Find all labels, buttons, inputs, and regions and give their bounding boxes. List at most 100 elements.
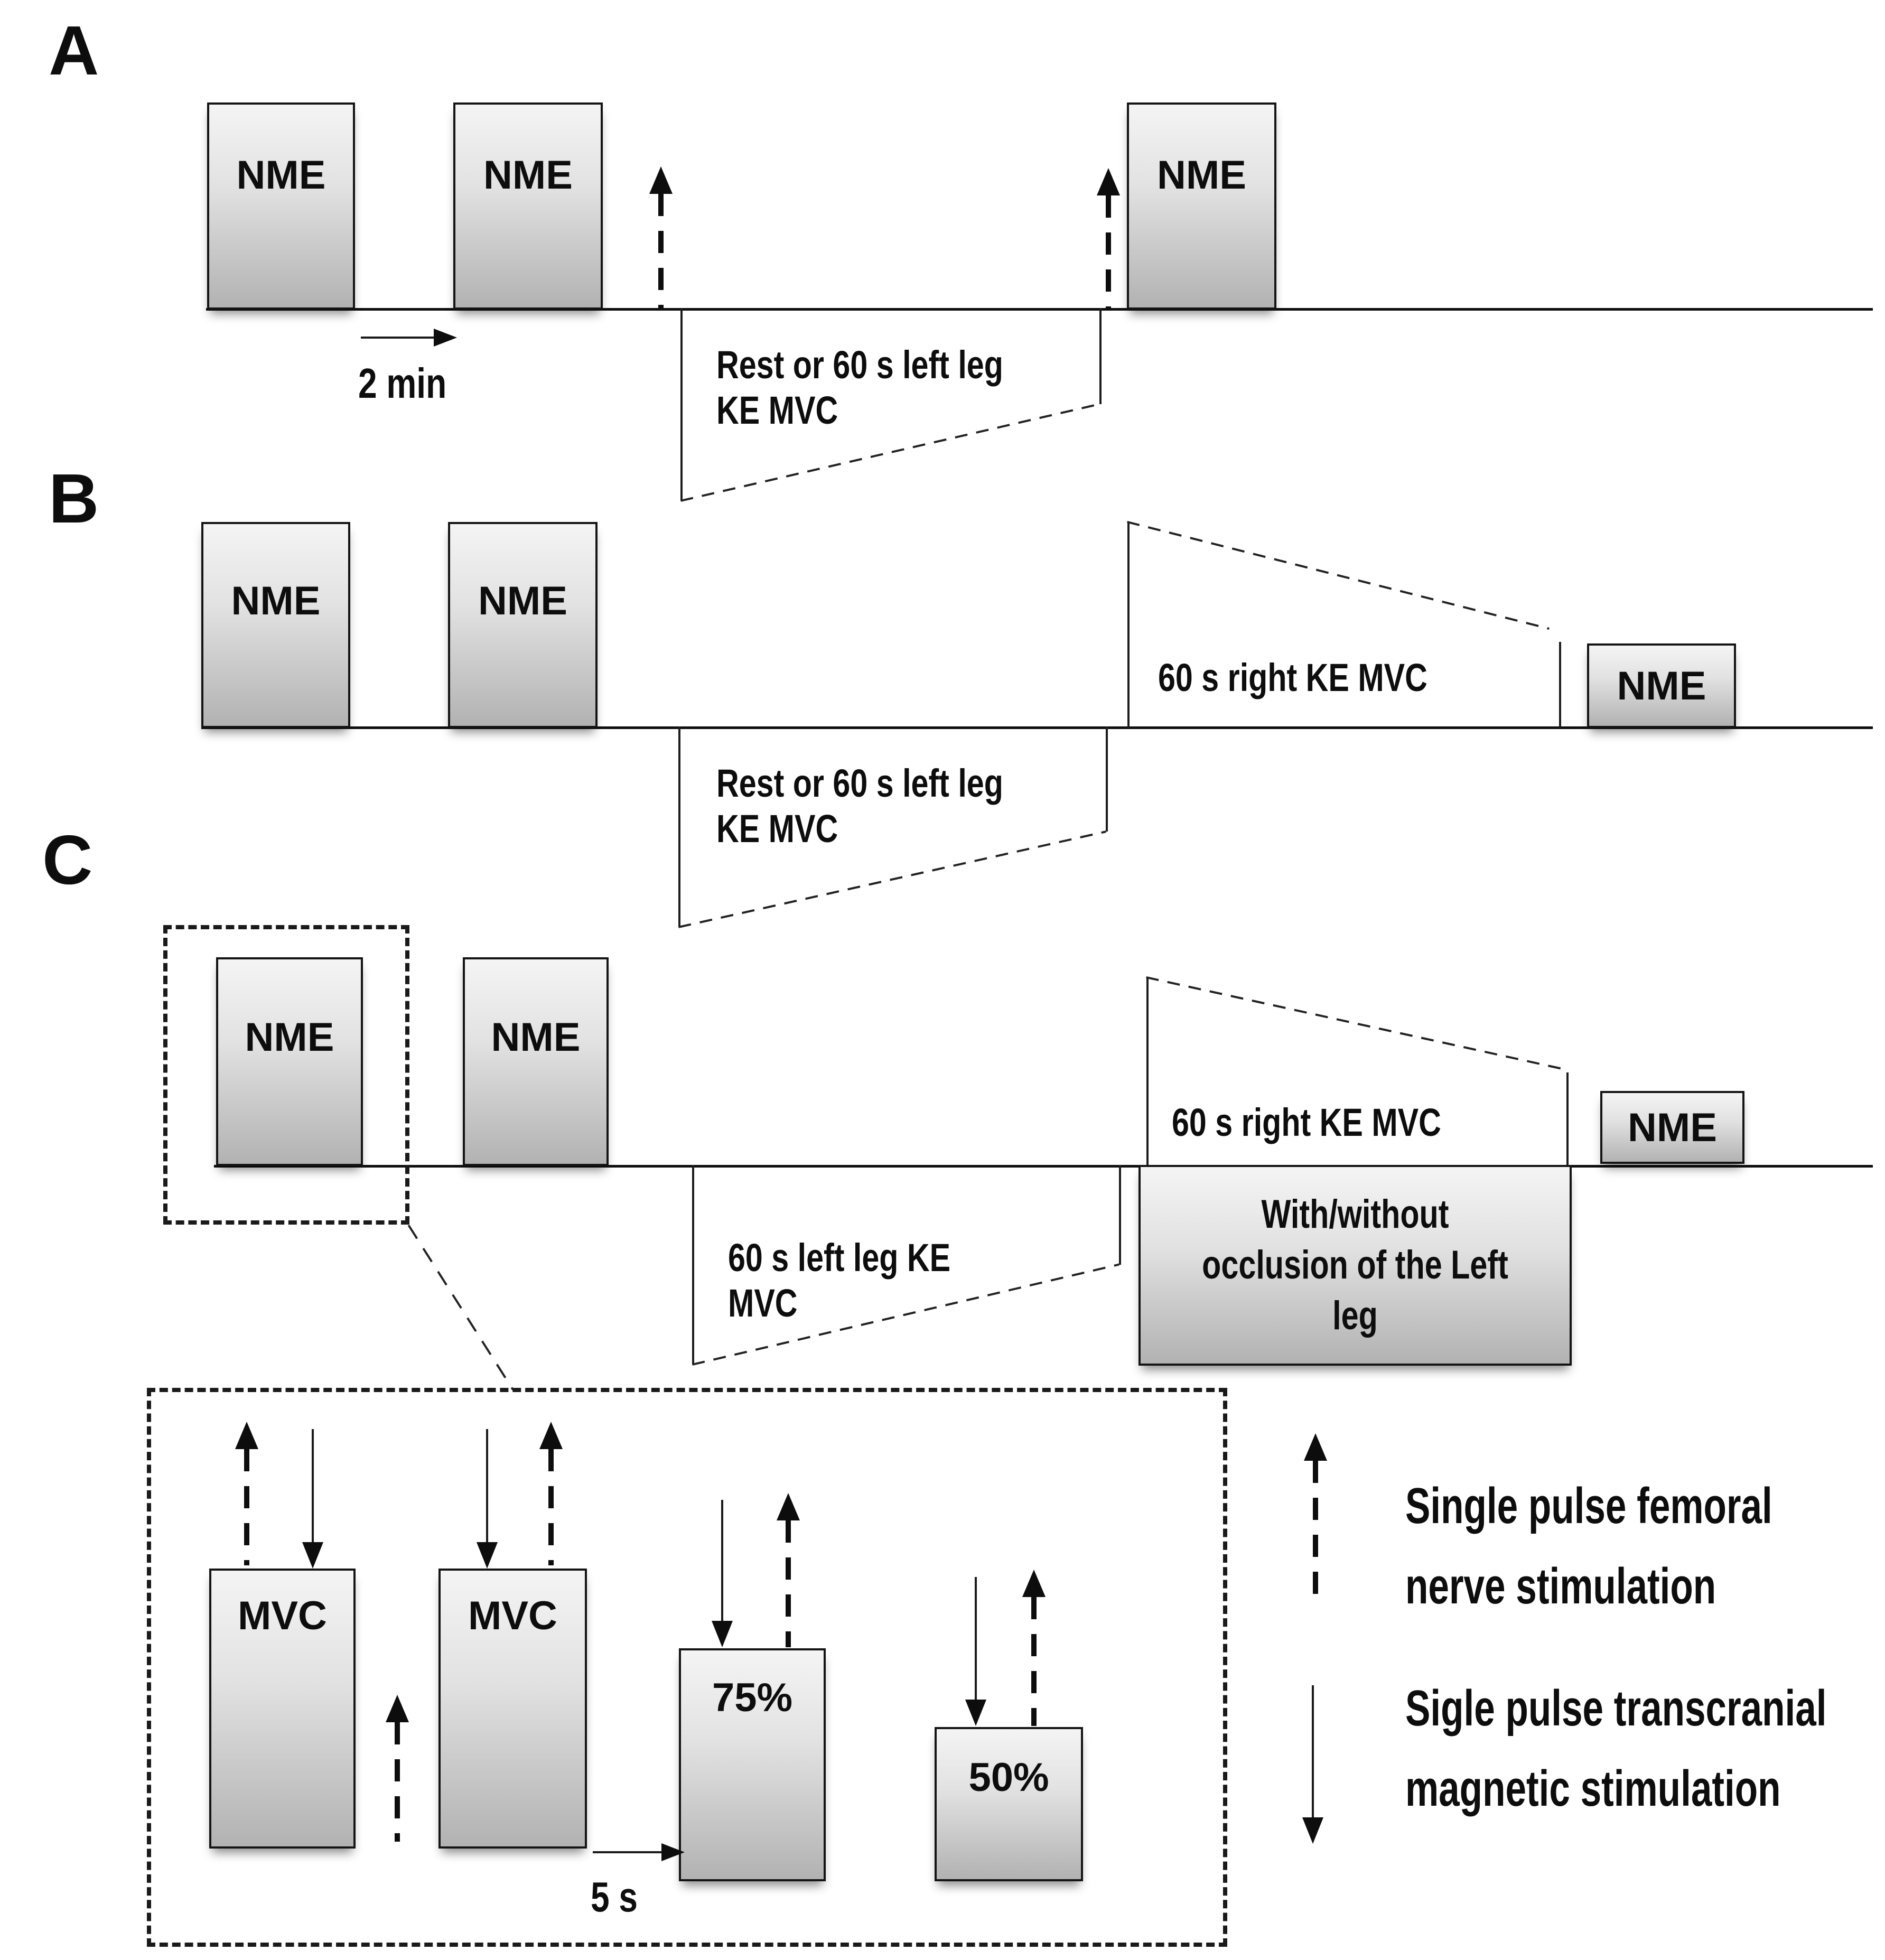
arrow-shaft bbox=[395, 1722, 400, 1842]
femoral-stim-arrow-icon bbox=[1022, 1570, 1046, 1726]
tms-arrow-icon bbox=[475, 1429, 499, 1569]
femoral-stim-arrow-icon bbox=[235, 1422, 258, 1565]
right-mvc-dashed-slope bbox=[1146, 976, 1561, 1070]
nme-box-label: NME bbox=[1628, 1105, 1717, 1150]
arrow-shaft bbox=[1312, 1685, 1314, 1817]
arrow-head-icon bbox=[477, 1542, 498, 1569]
legend-tms-arrow-icon bbox=[1301, 1685, 1324, 1844]
right-mvc-label: 60 s right KE MVC bbox=[1158, 656, 1427, 699]
zoom-connector-line bbox=[407, 1225, 514, 1390]
legend-femoral-arrow-icon bbox=[1304, 1433, 1327, 1595]
nme-box: NME bbox=[201, 522, 350, 728]
panel-c-label: C bbox=[42, 821, 93, 899]
rest-region-left-boundary bbox=[680, 308, 683, 501]
arrow-head-icon bbox=[302, 1542, 323, 1569]
panel-a-label: A bbox=[49, 12, 99, 89]
mvc-box-label: MVC bbox=[238, 1593, 327, 1638]
nme-box: NME bbox=[448, 522, 598, 728]
left-mvc-right-boundary bbox=[1119, 1165, 1121, 1265]
mvc-box: MVC bbox=[438, 1569, 587, 1849]
femoral-stim-arrow-icon bbox=[386, 1695, 409, 1842]
arrow-shaft bbox=[486, 1429, 488, 1542]
arrow-head-icon bbox=[1097, 168, 1120, 195]
left-mvc-left-boundary bbox=[692, 1165, 694, 1365]
femoral-stim-arrow-icon bbox=[777, 1493, 800, 1647]
arrow-head-icon bbox=[386, 1695, 409, 1722]
rest-region-right-boundary bbox=[1106, 726, 1108, 832]
nme-box: NME bbox=[207, 102, 355, 310]
nme-box-label: NME bbox=[1157, 153, 1246, 198]
nme-box: NME bbox=[453, 102, 603, 310]
arrow-shaft bbox=[975, 1577, 977, 1700]
arrow-head-icon bbox=[1022, 1570, 1046, 1597]
arrow-head-icon bbox=[235, 1422, 258, 1449]
nme-box: NME bbox=[1587, 643, 1736, 728]
panel-b-label: B bbox=[49, 460, 99, 537]
detail-dashed-box bbox=[147, 1388, 1227, 1947]
interval-label: 2 min bbox=[358, 360, 447, 407]
arrow-shaft bbox=[1313, 1461, 1318, 1595]
right-mvc-left-boundary bbox=[1146, 977, 1149, 1166]
tms-arrow-icon bbox=[301, 1429, 324, 1569]
nme-box: NME bbox=[463, 957, 609, 1166]
arrow-shaft bbox=[1106, 195, 1111, 308]
arrow-shaft bbox=[312, 1429, 314, 1542]
femoral-stim-arrow-icon bbox=[1097, 168, 1120, 308]
occlusion-box-label: With/without occlusion of the Left leg bbox=[1202, 1192, 1508, 1338]
arrow-head-icon bbox=[649, 166, 673, 194]
arrow-head-icon bbox=[1304, 1433, 1327, 1461]
nme-box: NME bbox=[1127, 102, 1276, 310]
timeline-c bbox=[214, 1165, 1873, 1168]
right-mvc-right-boundary bbox=[1566, 1072, 1569, 1166]
arrow-shaft bbox=[548, 1449, 554, 1565]
tms-arrow-icon bbox=[964, 1577, 987, 1726]
interval-arrow-icon bbox=[361, 328, 457, 348]
nme-box-label: NME bbox=[231, 578, 321, 623]
timeline-b bbox=[201, 726, 1873, 729]
pct75-box-label: 75% bbox=[712, 1675, 793, 1720]
nme-box-label: NME bbox=[483, 153, 573, 198]
timeline-a bbox=[206, 308, 1873, 311]
arrow-head-icon bbox=[777, 1493, 800, 1520]
mvc-box: MVC bbox=[209, 1569, 356, 1849]
arrow-head-icon bbox=[539, 1422, 563, 1449]
occlusion-box: With/without occlusion of the Left leg bbox=[1139, 1165, 1572, 1366]
arrow-head-icon bbox=[712, 1621, 733, 1647]
dashed-zoom-rect bbox=[163, 925, 409, 1225]
rest-region-right-boundary bbox=[1099, 308, 1102, 404]
nme-box-label: NME bbox=[491, 1015, 581, 1060]
gap-label: 5 s bbox=[591, 1873, 638, 1920]
tms-arrow-icon bbox=[711, 1500, 734, 1647]
panel-a: A NME NME NME 2 min Rest or 60 s left le… bbox=[0, 0, 1885, 507]
nme-box: NME bbox=[1600, 1091, 1744, 1164]
pct75-box: 75% bbox=[679, 1648, 826, 1881]
arrow-shaft bbox=[786, 1520, 791, 1647]
arrow-head-icon bbox=[1302, 1817, 1323, 1844]
pct50-box: 50% bbox=[935, 1727, 1083, 1881]
arrow-shaft bbox=[721, 1500, 723, 1621]
nme-box: NME bbox=[216, 957, 363, 1166]
femoral-stim-arrow-icon bbox=[539, 1422, 563, 1565]
nme-box-label: NME bbox=[478, 578, 567, 623]
femoral-stim-arrow-icon bbox=[649, 166, 673, 308]
arrow-shaft bbox=[1031, 1597, 1037, 1726]
right-mvc-right-boundary bbox=[1559, 642, 1561, 728]
gap-arrow-icon bbox=[593, 1842, 685, 1862]
arrow-shaft bbox=[658, 194, 664, 308]
arrow-shaft bbox=[244, 1449, 249, 1565]
rest-region-left-boundary bbox=[678, 726, 680, 927]
right-mvc-label: 60 s right KE MVC bbox=[1172, 1100, 1441, 1144]
nme-box-label: NME bbox=[236, 153, 326, 198]
pct50-box-label: 50% bbox=[968, 1755, 1049, 1800]
mvc-box-label: MVC bbox=[468, 1593, 557, 1638]
arrow-head-icon bbox=[965, 1700, 986, 1726]
panel-b: B bbox=[0, 454, 1885, 930]
nme-box-label: NME bbox=[1617, 663, 1706, 708]
nme-box-label: NME bbox=[245, 1015, 334, 1060]
right-mvc-left-boundary bbox=[1127, 522, 1130, 728]
